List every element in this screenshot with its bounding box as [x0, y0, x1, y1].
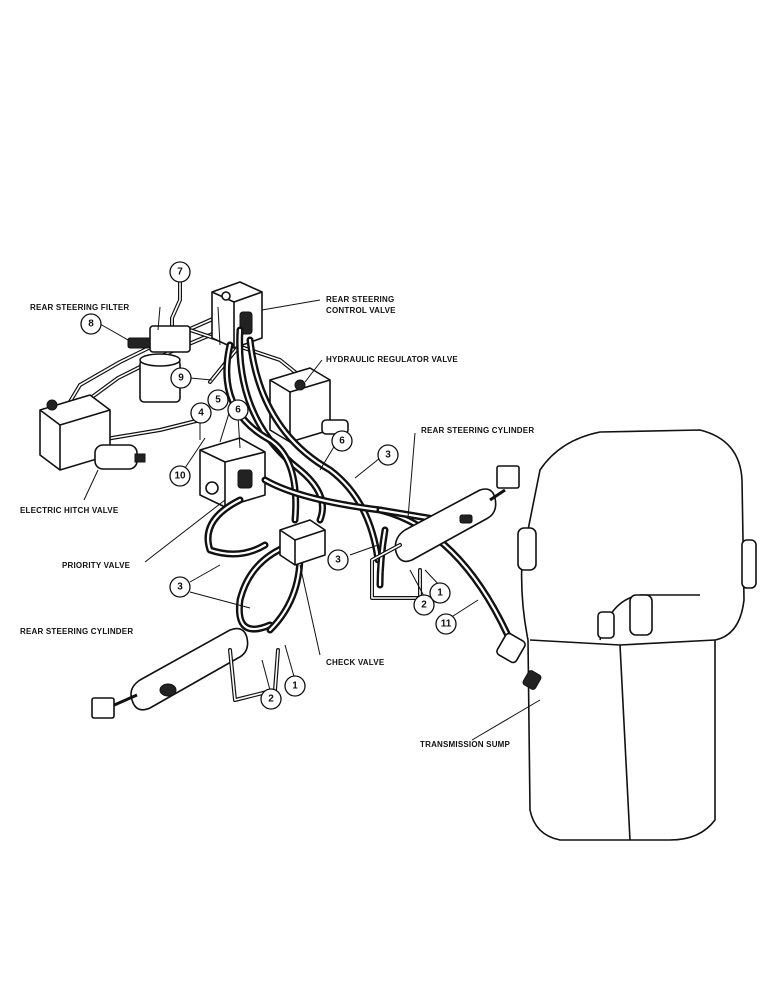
callout-7: 7	[169, 261, 191, 283]
svg-text:4: 4	[198, 408, 204, 419]
label-check-valve: CHECK VALVE	[326, 658, 385, 667]
callout-9: 9	[170, 367, 192, 389]
callout-10: 10	[169, 465, 191, 487]
label-transmission-sump: TRANSMISSION SUMP	[420, 740, 511, 749]
callout-5: 5	[207, 389, 229, 411]
hydraulic-regulator-valve	[269, 367, 349, 443]
svg-text:9: 9	[178, 373, 184, 384]
label-hydraulic-regulator-valve: HYDRAULIC REGULATOR VALVE	[326, 355, 458, 364]
svg-text:10: 10	[174, 471, 186, 482]
label-electric-hitch-valve: ELECTRIC HITCH VALVE	[20, 506, 119, 515]
hydraulic-hoses	[204, 326, 514, 644]
svg-text:8: 8	[88, 319, 94, 330]
check-valve	[279, 519, 326, 566]
label-priority-valve: PRIORITY VALVE	[62, 561, 131, 570]
label-rear-steering-control-valve-line1: REAR STEERING	[326, 295, 394, 304]
svg-text:3: 3	[335, 555, 341, 566]
svg-text:1: 1	[437, 588, 443, 599]
callout-8: 8	[80, 313, 102, 335]
callout-6-lower: 6	[331, 430, 353, 452]
svg-text:6: 6	[339, 436, 345, 447]
callout-2-right: 2	[413, 594, 435, 616]
svg-text:5: 5	[215, 395, 221, 406]
callout-3-middle: 3	[327, 549, 349, 571]
priority-valve	[199, 437, 266, 508]
svg-text:3: 3	[177, 582, 183, 593]
svg-text:3: 3	[385, 450, 391, 461]
callout-3-upper-right: 3	[377, 444, 399, 466]
svg-text:1: 1	[292, 681, 298, 692]
svg-text:7: 7	[177, 267, 183, 278]
rear-steering-filter	[127, 325, 191, 403]
rear-steering-cylinder-right	[370, 465, 520, 600]
sump-fitting	[496, 632, 542, 690]
callout-6-upper: 6	[227, 399, 249, 421]
svg-text:6: 6	[235, 405, 241, 416]
callout-11: 11	[435, 613, 457, 635]
label-rear-steering-cylinder-left: REAR STEERING CYLINDER	[20, 627, 133, 636]
electric-hitch-valve	[39, 394, 146, 471]
callout-3-left: 3	[169, 576, 191, 598]
transmission-housing	[517, 429, 757, 841]
svg-text:2: 2	[421, 600, 427, 611]
label-rear-steering-filter: REAR STEERING FILTER	[30, 303, 129, 312]
svg-text:2: 2	[268, 694, 274, 705]
label-rear-steering-cylinder-right: REAR STEERING CYLINDER	[421, 426, 534, 435]
callout-1-right: 1	[429, 582, 451, 604]
callout-1-left: 1	[284, 675, 306, 697]
label-rear-steering-control-valve-line2: CONTROL VALVE	[326, 306, 396, 315]
callout-4: 4	[190, 402, 212, 424]
svg-text:11: 11	[441, 619, 452, 630]
rear-steering-cylinder-left	[91, 627, 280, 719]
callout-2-left: 2	[260, 688, 282, 710]
leader-lines	[83, 261, 541, 741]
